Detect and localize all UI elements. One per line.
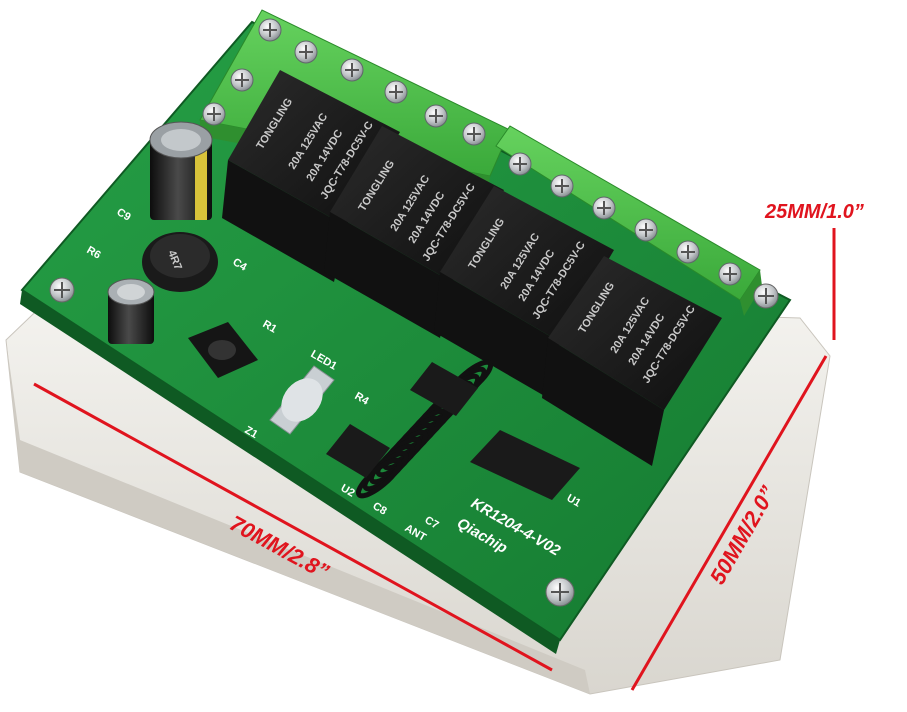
antenna-coil-turn [355, 457, 403, 499]
capacitor-small [107, 278, 155, 344]
dimension-height-label: 25MM/1.0” [764, 201, 864, 223]
ic-receiver [410, 362, 478, 416]
inductor: 4R7 [142, 232, 218, 292]
ic-u2 [326, 424, 390, 478]
antenna-coil [355, 359, 494, 499]
capacitor-large [149, 121, 213, 220]
crystal-oscillator [269, 365, 335, 435]
push-button [188, 322, 258, 378]
dimension-height: 25MM/1.0” [764, 201, 864, 340]
pcb-board [20, 20, 792, 654]
mounting-screw-left [49, 277, 75, 303]
relay-3: TONGLING 20A 125VAC 20A 14VDC JQC-T78-DC… [434, 186, 614, 398]
mounting-screw-right [753, 283, 779, 309]
label-z1: Z1 [243, 424, 260, 441]
ic-u1 [470, 430, 580, 500]
mounting-screw-bottom [545, 577, 575, 607]
terminal-screws [202, 18, 742, 286]
